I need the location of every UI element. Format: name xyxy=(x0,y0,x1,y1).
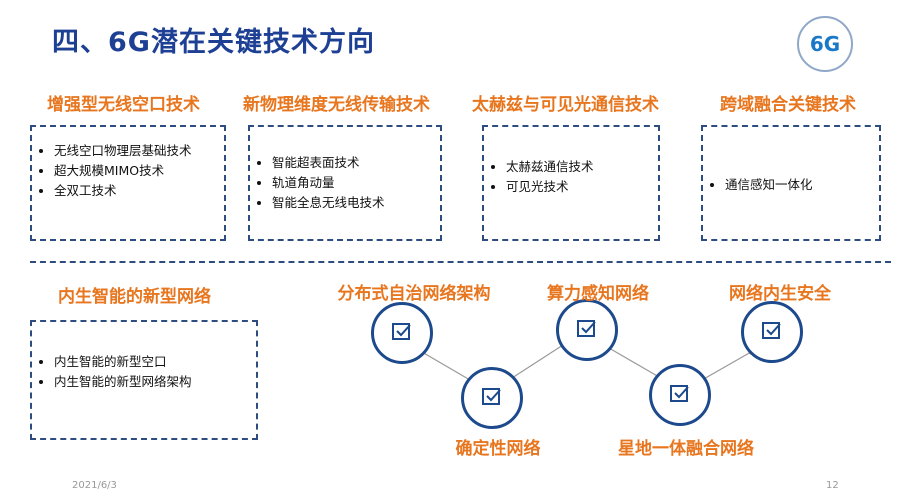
list-item: 太赫兹通信技术 xyxy=(506,157,658,177)
network-node xyxy=(556,299,618,361)
footer-date: 2021/6/3 xyxy=(72,480,117,491)
network-node xyxy=(741,301,803,363)
section-heading: 增强型无线空口技术 xyxy=(47,95,200,115)
6g-logo: 6G xyxy=(797,16,853,72)
section-box: 无线空口物理层基础技术 超大规模MIMO技术 全双工技术 xyxy=(30,125,226,241)
list-item: 全双工技术 xyxy=(54,181,224,201)
network-node xyxy=(371,302,433,364)
list-item: 通信感知一体化 xyxy=(725,175,879,195)
page-number: 12 xyxy=(826,480,839,491)
list-item: 可见光技术 xyxy=(506,177,658,197)
checkbox-icon xyxy=(481,385,503,411)
list-item: 智能超表面技术 xyxy=(272,153,440,173)
node-label: 网络内生安全 xyxy=(729,284,831,304)
section-box: 通信感知一体化 xyxy=(701,125,881,241)
node-label: 星地一体融合网络 xyxy=(618,439,754,459)
list-item: 轨道角动量 xyxy=(272,173,440,193)
list-item: 内生智能的新型空口 xyxy=(54,352,256,372)
node-label: 确定性网络 xyxy=(455,439,541,459)
list-item: 内生智能的新型网络架构 xyxy=(54,372,256,392)
network-node xyxy=(649,364,711,426)
node-label: 算力感知网络 xyxy=(547,284,649,304)
node-label: 分布式自治网络架构 xyxy=(337,284,491,304)
checkbox-icon xyxy=(576,317,598,343)
list-item: 智能全息无线电技术 xyxy=(272,193,440,213)
checkbox-icon xyxy=(391,320,413,346)
section-box: 内生智能的新型空口 内生智能的新型网络架构 xyxy=(30,320,258,440)
section-heading: 跨域融合关键技术 xyxy=(720,95,856,115)
section-heading: 太赫兹与可见光通信技术 xyxy=(472,95,659,115)
section-heading: 内生智能的新型网络 xyxy=(58,287,211,307)
network-node xyxy=(461,367,523,429)
section-heading: 新物理维度无线传输技术 xyxy=(243,95,430,115)
list-item: 超大规模MIMO技术 xyxy=(54,161,224,181)
logo-text: 6G xyxy=(809,32,841,56)
checkbox-icon xyxy=(761,319,783,345)
section-box: 太赫兹通信技术 可见光技术 xyxy=(482,125,660,241)
section-box: 智能超表面技术 轨道角动量 智能全息无线电技术 xyxy=(248,125,442,241)
page-title: 四、6G潜在关键技术方向 xyxy=(52,27,375,58)
section-divider xyxy=(30,261,891,263)
list-item: 无线空口物理层基础技术 xyxy=(54,141,224,161)
checkbox-icon xyxy=(669,382,691,408)
